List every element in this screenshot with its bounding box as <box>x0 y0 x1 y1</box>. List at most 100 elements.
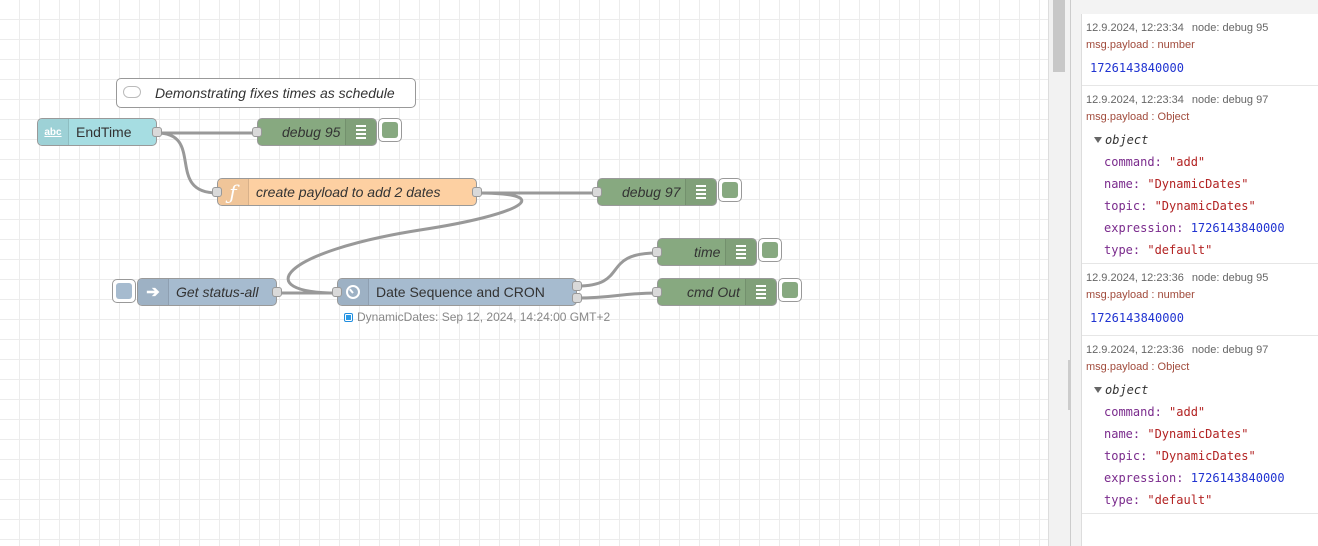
date-sequence-output-port-2[interactable] <box>572 293 582 303</box>
debug-list-icon <box>725 239 756 265</box>
property-key: topic <box>1104 199 1141 213</box>
timer-icon <box>338 279 369 305</box>
message-node[interactable]: node: debug 97 <box>1191 94 1269 106</box>
status-dot-icon <box>344 312 353 322</box>
property-value[interactable]: 1726143840000 <box>1190 221 1285 235</box>
debug-list-icon <box>345 119 376 145</box>
comment-node[interactable]: Demonstrating fixes times as schedule <box>116 78 416 108</box>
object-property: type: "default" <box>1104 243 1213 257</box>
date-sequence-output-port-1[interactable] <box>572 281 582 291</box>
cmdout-node[interactable]: cmd Out <box>652 278 777 306</box>
object-property: type: "default" <box>1104 493 1213 507</box>
flow-wires <box>156 131 658 300</box>
property-value[interactable]: "DynamicDates" <box>1147 177 1249 191</box>
object-label: object <box>1105 383 1149 397</box>
date-sequence-status-text: DynamicDates: Sep 12, 2024, 14:24:00 GMT… <box>357 310 611 324</box>
message-time: 12.9.2024, 12:23:36 <box>1086 272 1184 284</box>
function-output-port[interactable] <box>472 187 482 197</box>
property-key: name <box>1104 177 1133 191</box>
property-value[interactable]: "default" <box>1147 493 1213 507</box>
cmdout-toggle[interactable] <box>778 278 802 302</box>
message-time: 12.9.2024, 12:23:36 <box>1086 344 1184 356</box>
message-value[interactable]: 1726143840000 <box>1090 61 1184 75</box>
object-toggle[interactable]: object <box>1094 383 1318 397</box>
debug97-node[interactable]: debug 97 <box>592 178 717 206</box>
object-toggle[interactable]: object <box>1094 133 1318 147</box>
object-property: expression: 1726143840000 <box>1104 471 1285 485</box>
wire-dsc-cmdout[interactable] <box>576 291 658 300</box>
property-value[interactable]: "add" <box>1169 155 1206 169</box>
debug97-toggle[interactable] <box>718 178 742 202</box>
property-value[interactable]: "add" <box>1169 405 1206 419</box>
debug95-label: debug 95 <box>282 124 341 140</box>
time-toggle[interactable] <box>758 238 782 262</box>
wire-func-dsc[interactable] <box>286 191 524 295</box>
object-property: name: "DynamicDates" <box>1104 177 1249 191</box>
debug-list-icon <box>685 179 716 205</box>
message-path: msg.payload : Object <box>1086 361 1190 373</box>
endtime-output-port[interactable] <box>152 127 162 137</box>
debug95-toggle[interactable] <box>378 118 402 142</box>
cmdout-label: cmd Out <box>687 284 740 300</box>
property-value[interactable]: "DynamicDates" <box>1147 427 1249 441</box>
object-property: expression: 1726143840000 <box>1104 221 1285 235</box>
comment-text: Demonstrating fixes times as schedule <box>155 85 395 101</box>
wire-dsc-time[interactable] <box>576 251 658 288</box>
function-icon: ƒ <box>218 179 249 205</box>
debug97-input-port[interactable] <box>592 187 602 197</box>
debug-message[interactable]: 12.9.2024, 12:23:36 node: debug 97 msg.pa… <box>1082 336 1318 514</box>
date-sequence-node[interactable]: Date Sequence and CRON <box>332 278 582 306</box>
property-value[interactable]: "DynamicDates" <box>1154 449 1256 463</box>
endtime-node[interactable]: abc EndTime <box>37 118 162 146</box>
message-value[interactable]: 1726143840000 <box>1090 311 1184 325</box>
time-node[interactable]: time <box>652 238 757 266</box>
wire-endtime-func[interactable] <box>156 131 218 195</box>
property-key: topic <box>1104 449 1141 463</box>
time-input-port[interactable] <box>652 247 662 257</box>
message-path: msg.payload : Object <box>1086 111 1190 123</box>
message-node[interactable]: node: debug 95 <box>1191 272 1269 284</box>
property-key: type <box>1104 243 1133 257</box>
debug97-label: debug 97 <box>622 184 681 200</box>
endtime-label: EndTime <box>76 124 132 140</box>
message-node[interactable]: node: debug 97 <box>1191 344 1269 356</box>
status-node[interactable]: ➔ Get status-all <box>137 278 282 306</box>
date-sequence-input-port[interactable] <box>332 287 342 297</box>
status-inject-button[interactable] <box>112 279 136 303</box>
property-key: expression <box>1104 471 1177 485</box>
property-value[interactable]: "DynamicDates" <box>1154 199 1256 213</box>
property-value[interactable]: "default" <box>1147 243 1213 257</box>
property-key: name <box>1104 427 1133 441</box>
property-value[interactable]: 1726143840000 <box>1190 471 1285 485</box>
property-key: type <box>1104 493 1133 507</box>
debug95-node[interactable]: debug 95 <box>252 118 377 146</box>
scrollbar-thumb[interactable] <box>1053 0 1065 72</box>
object-property: topic: "DynamicDates" <box>1104 199 1256 213</box>
debug95-input-port[interactable] <box>252 127 262 137</box>
abc-inject-icon: abc <box>38 119 69 145</box>
status-output-port[interactable] <box>272 287 282 297</box>
function-node[interactable]: ƒ create payload to add 2 dates <box>212 178 482 206</box>
function-label: create payload to add 2 dates <box>256 184 441 200</box>
flow-workspace[interactable]: Demonstrating fixes times as schedule ab… <box>0 0 1048 546</box>
cmdout-input-port[interactable] <box>652 287 662 297</box>
debug-message[interactable]: 12.9.2024, 12:23:36 node: debug 95 msg.pa… <box>1082 264 1318 336</box>
date-sequence-status: DynamicDates: Sep 12, 2024, 14:24:00 GMT… <box>344 310 610 324</box>
message-path: msg.payload : number <box>1086 289 1195 301</box>
message-path: msg.payload : number <box>1086 39 1195 51</box>
property-key: command <box>1104 155 1155 169</box>
caret-down-icon <box>1094 387 1102 393</box>
debug-list-icon <box>745 279 776 305</box>
function-input-port[interactable] <box>212 187 222 197</box>
message-node[interactable]: node: debug 95 <box>1191 22 1269 34</box>
comment-icon <box>123 86 141 98</box>
caret-down-icon <box>1094 137 1102 143</box>
object-property: topic: "DynamicDates" <box>1104 449 1256 463</box>
status-label: Get status-all <box>176 284 259 300</box>
sidebar-resize-handle[interactable] <box>1068 360 1071 410</box>
workspace-scrollbar[interactable] <box>1048 0 1070 546</box>
